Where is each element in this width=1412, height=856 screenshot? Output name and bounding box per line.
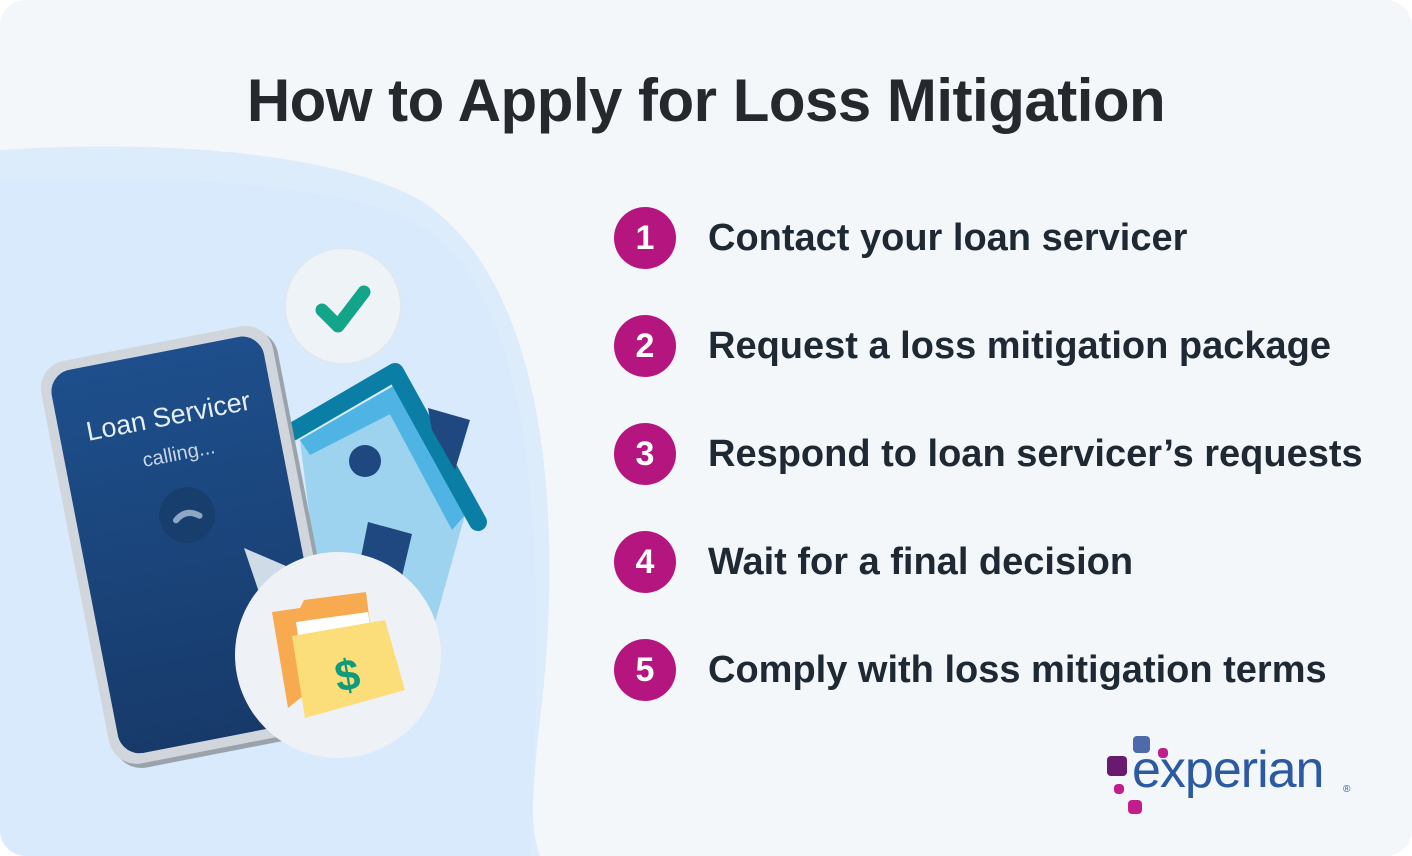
logo-text: experian [1132, 741, 1324, 799]
money-folder-icon [272, 592, 405, 718]
step-3: 3 Respond to loan servicer’s requests [614, 423, 1363, 485]
checkmark-badge [284, 247, 402, 365]
step-1: 1 Contact your loan servicer [614, 207, 1187, 269]
page-title: How to Apply for Loss Mitigation [246, 67, 1166, 134]
step-number-badge: 1 [614, 207, 676, 269]
step-label: Respond to loan servicer’s requests [708, 432, 1363, 475]
step-label: Wait for a final decision [708, 540, 1134, 583]
step-label: Comply with loss mitigation terms [708, 648, 1327, 691]
step-5: 5 Comply with loss mitigation terms [614, 639, 1327, 701]
step-4: 4 Wait for a final decision [614, 531, 1133, 593]
step-number-badge: 3 [614, 423, 676, 485]
step-2: 2 Request a loss mitigation package [614, 315, 1331, 377]
step-label: Request a loss mitigation package [708, 324, 1331, 367]
experian-logo: experian ® [1100, 732, 1360, 822]
step-number-badge: 4 [614, 531, 676, 593]
registered-mark: ® [1343, 784, 1351, 795]
step-number-badge: 5 [614, 639, 676, 701]
step-label: Contact your loan servicer [708, 216, 1188, 259]
step-number-badge: 2 [614, 315, 676, 377]
checkmark-icon [315, 285, 371, 333]
speech-bubble [235, 548, 441, 758]
